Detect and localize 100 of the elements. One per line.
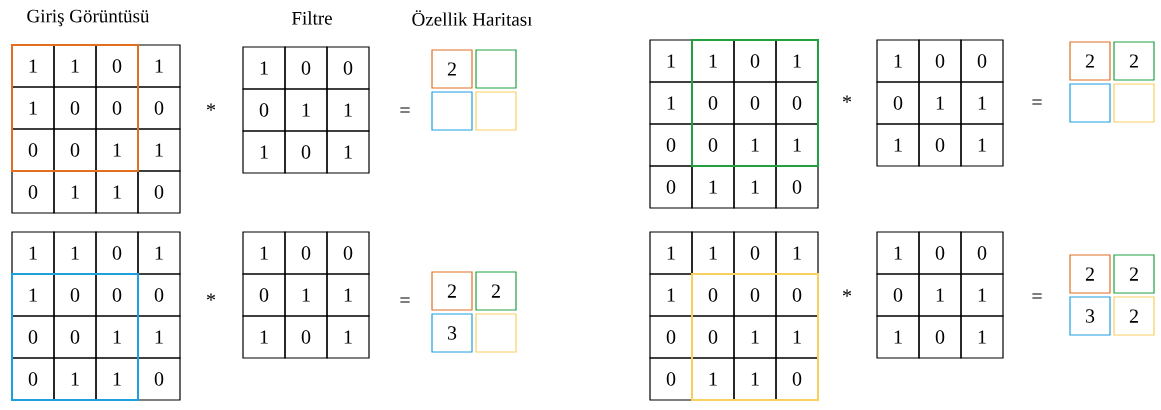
filter-cell: 1 [326,315,370,359]
feature-cell: 2 [1113,41,1155,81]
filter-cell: 1 [284,88,328,132]
filter-cell: 0 [284,231,328,275]
grid-cell: 0 [775,273,819,317]
feature-cell [1113,83,1155,123]
filter-cell: 1 [242,315,286,359]
filter-cell: 1 [918,273,962,317]
grid-cell: 1 [649,39,693,83]
feature-cell: 3 [1069,296,1111,336]
grid-cell: 1 [95,170,139,214]
grid-cell: 1 [775,315,819,359]
filter-cell: 0 [918,123,962,167]
grid-cell: 0 [733,81,777,125]
grid-cell: 1 [691,231,735,275]
grid-cell: 1 [11,44,55,88]
grid-cell: 1 [11,231,55,275]
grid-cell: 0 [53,315,97,359]
operator: * [207,103,216,111]
grid-cell: 0 [53,273,97,317]
filter-cell: 0 [876,273,920,317]
filter-cell: 0 [326,46,370,90]
filter-cell: 1 [960,123,1004,167]
grid-cell: 0 [137,357,181,401]
filter-cell: 0 [918,39,962,83]
grid-cell: 1 [95,357,139,401]
grid-cell: 0 [775,81,819,125]
grid-cell: 1 [11,273,55,317]
feature-cell [431,91,473,131]
grid-cell: 0 [11,170,55,214]
filter-cell: 0 [284,315,328,359]
grid-cell: 0 [11,357,55,401]
filter-cell: 0 [284,130,328,174]
grid-cell: 0 [775,357,819,401]
grid-cell: 0 [137,273,181,317]
operator: = [400,297,410,303]
grid-cell: 0 [691,273,735,317]
grid-cell: 0 [733,39,777,83]
grid-cell: 1 [95,128,139,172]
grid-cell: 0 [95,44,139,88]
grid-cell: 0 [691,123,735,167]
filter-cell: 1 [960,273,1004,317]
feature-cell: 2 [475,271,517,311]
grid-cell: 0 [53,128,97,172]
filter-cell: 0 [284,46,328,90]
feature-cell: 2 [1113,254,1155,294]
filter-cell: 1 [918,81,962,125]
feature-cell: 2 [1069,254,1111,294]
filter-cell: 1 [326,273,370,317]
feature-cell: 2 [431,271,473,311]
grid-cell: 0 [649,123,693,167]
grid-cell: 1 [53,357,97,401]
filter-cell: 0 [918,315,962,359]
feature-cell [475,91,517,131]
grid-cell: 1 [775,123,819,167]
grid-cell: 0 [649,357,693,401]
filter-cell: 0 [242,88,286,132]
grid-cell: 1 [649,231,693,275]
grid-cell: 0 [11,315,55,359]
grid-cell: 1 [137,128,181,172]
grid-cell: 0 [691,315,735,359]
feature-cell [1069,83,1111,123]
grid-cell: 1 [733,357,777,401]
operator: = [400,107,410,113]
grid-cell: 1 [137,315,181,359]
grid-cell: 1 [775,39,819,83]
grid-cell: 0 [137,170,181,214]
grid-cell: 0 [649,315,693,359]
grid-cell: 0 [733,231,777,275]
heading: Filtre [291,11,332,25]
grid-cell: 1 [733,165,777,209]
filter-cell: 1 [326,88,370,132]
filter-cell: 0 [326,231,370,275]
grid-cell: 1 [691,39,735,83]
grid-cell: 0 [11,128,55,172]
operator: = [1032,99,1042,105]
feature-cell [475,49,517,89]
grid-cell: 1 [53,44,97,88]
grid-cell: 1 [53,231,97,275]
filter-cell: 1 [960,315,1004,359]
filter-cell: 0 [960,231,1004,275]
grid-cell: 0 [649,165,693,209]
grid-cell: 1 [649,81,693,125]
grid-cell: 1 [733,315,777,359]
filter-cell: 1 [242,130,286,174]
grid-cell: 1 [649,273,693,317]
grid-cell: 0 [137,86,181,130]
grid-cell: 0 [95,231,139,275]
grid-cell: 0 [53,86,97,130]
filter-cell: 1 [284,273,328,317]
filter-cell: 1 [876,123,920,167]
filter-cell: 1 [242,46,286,90]
feature-cell: 2 [1069,41,1111,81]
filter-cell: 0 [242,273,286,317]
feature-cell: 3 [431,313,473,353]
grid-cell: 1 [137,231,181,275]
grid-cell: 1 [691,357,735,401]
filter-cell: 0 [960,39,1004,83]
feature-cell: 2 [1113,296,1155,336]
grid-cell: 1 [137,44,181,88]
